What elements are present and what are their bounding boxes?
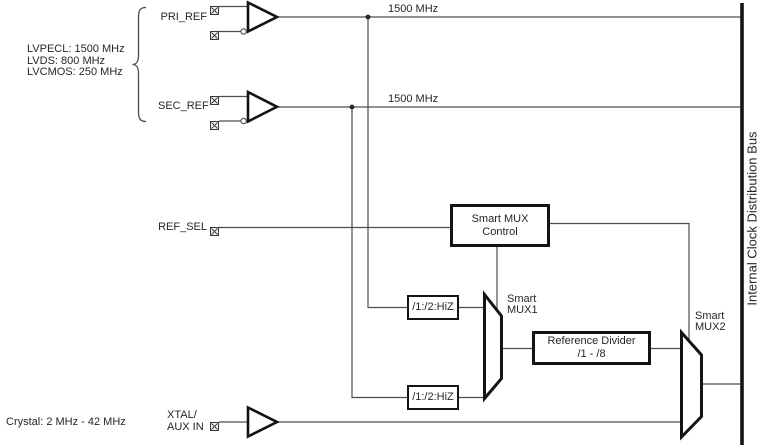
xtal-pin-icon <box>210 418 219 431</box>
pri-invert-bubble-icon <box>240 28 247 35</box>
smart-mux1-line1: Smart <box>507 293 537 305</box>
smart-mux2-shape <box>680 328 703 441</box>
pri-ref-label: PRI_REF <box>160 11 207 23</box>
reference-divider-block: Reference Divider /1 - /8 <box>532 331 651 365</box>
sec-ref-neg-pin-icon <box>210 117 219 130</box>
pri-ref-neg-pin-icon <box>210 27 219 40</box>
pri-ref-pos-pin-icon <box>210 2 219 15</box>
junction-dot-sec <box>349 104 355 110</box>
wire-pri-branch <box>367 17 408 309</box>
xtal-label: XTAL/ AUX IN <box>167 409 204 433</box>
reference-divider-line1: Reference Divider <box>547 335 636 347</box>
smart-mux1-line2: MUX1 <box>507 303 538 316</box>
junction-dot-pri <box>365 14 371 20</box>
smart-mux2-line1: Smart <box>695 310 725 322</box>
input-rate-notes: LVPECL: 1500 MHz LVDS: 800 MHz LVCMOS: 2… <box>27 43 125 79</box>
smart-mux2-label: Smart MUX2 <box>695 311 726 332</box>
xtal-label-line2: AUX IN <box>167 421 204 433</box>
crystal-range-note: Crystal: 2 MHz - 42 MHz <box>6 416 126 428</box>
sec-ref-buffer-icon <box>246 89 280 124</box>
smart-mux-control-line2: Control <box>482 225 518 238</box>
smart-mux-control-line1: Smart MUX <box>471 212 529 225</box>
smart-mux-control-block: Smart MUX Control <box>450 204 550 247</box>
ref-sel-label: REF_SEL <box>158 221 207 233</box>
reference-divider-line2: /1 - /8 <box>577 348 606 360</box>
ref-sel-pin-icon <box>210 223 219 236</box>
clock-bus-label: Internal Clock Distribution Bus <box>744 131 760 306</box>
hiz-divider-bottom-label: /1:/2:HiZ <box>412 391 454 403</box>
pri-ref-buffer-icon <box>246 0 280 34</box>
wire-sec-branch <box>351 107 408 399</box>
xtal-buffer-icon <box>246 405 280 439</box>
hiz-divider-top-label: /1:/2:HiZ <box>412 301 454 313</box>
wire-control-to-mux2 <box>549 222 690 342</box>
xtal-label-line1: XTAL/ <box>167 409 197 421</box>
smart-mux2-line2: MUX2 <box>695 320 726 333</box>
smart-mux1-shape <box>483 290 503 403</box>
sec-rate-label: 1500 MHz <box>388 93 439 105</box>
note-lvpecl: LVPECL: 1500 MHz <box>27 43 125 55</box>
sec-ref-pos-pin-icon <box>210 92 219 105</box>
hiz-divider-bottom-block: /1:/2:HiZ <box>407 385 459 410</box>
note-lvds: LVDS: 800 MHz <box>27 54 106 67</box>
note-lvcmos: LVCMOS: 250 MHz <box>27 66 123 78</box>
smart-mux1-label: Smart MUX1 <box>507 294 538 315</box>
pri-rate-label: 1500 MHz <box>388 3 439 15</box>
sec-invert-bubble-icon <box>240 117 247 125</box>
sec-ref-label: SEC_REF <box>158 100 209 112</box>
brace-icon <box>132 6 147 123</box>
hiz-divider-top-block: /1:/2:HiZ <box>407 295 459 320</box>
